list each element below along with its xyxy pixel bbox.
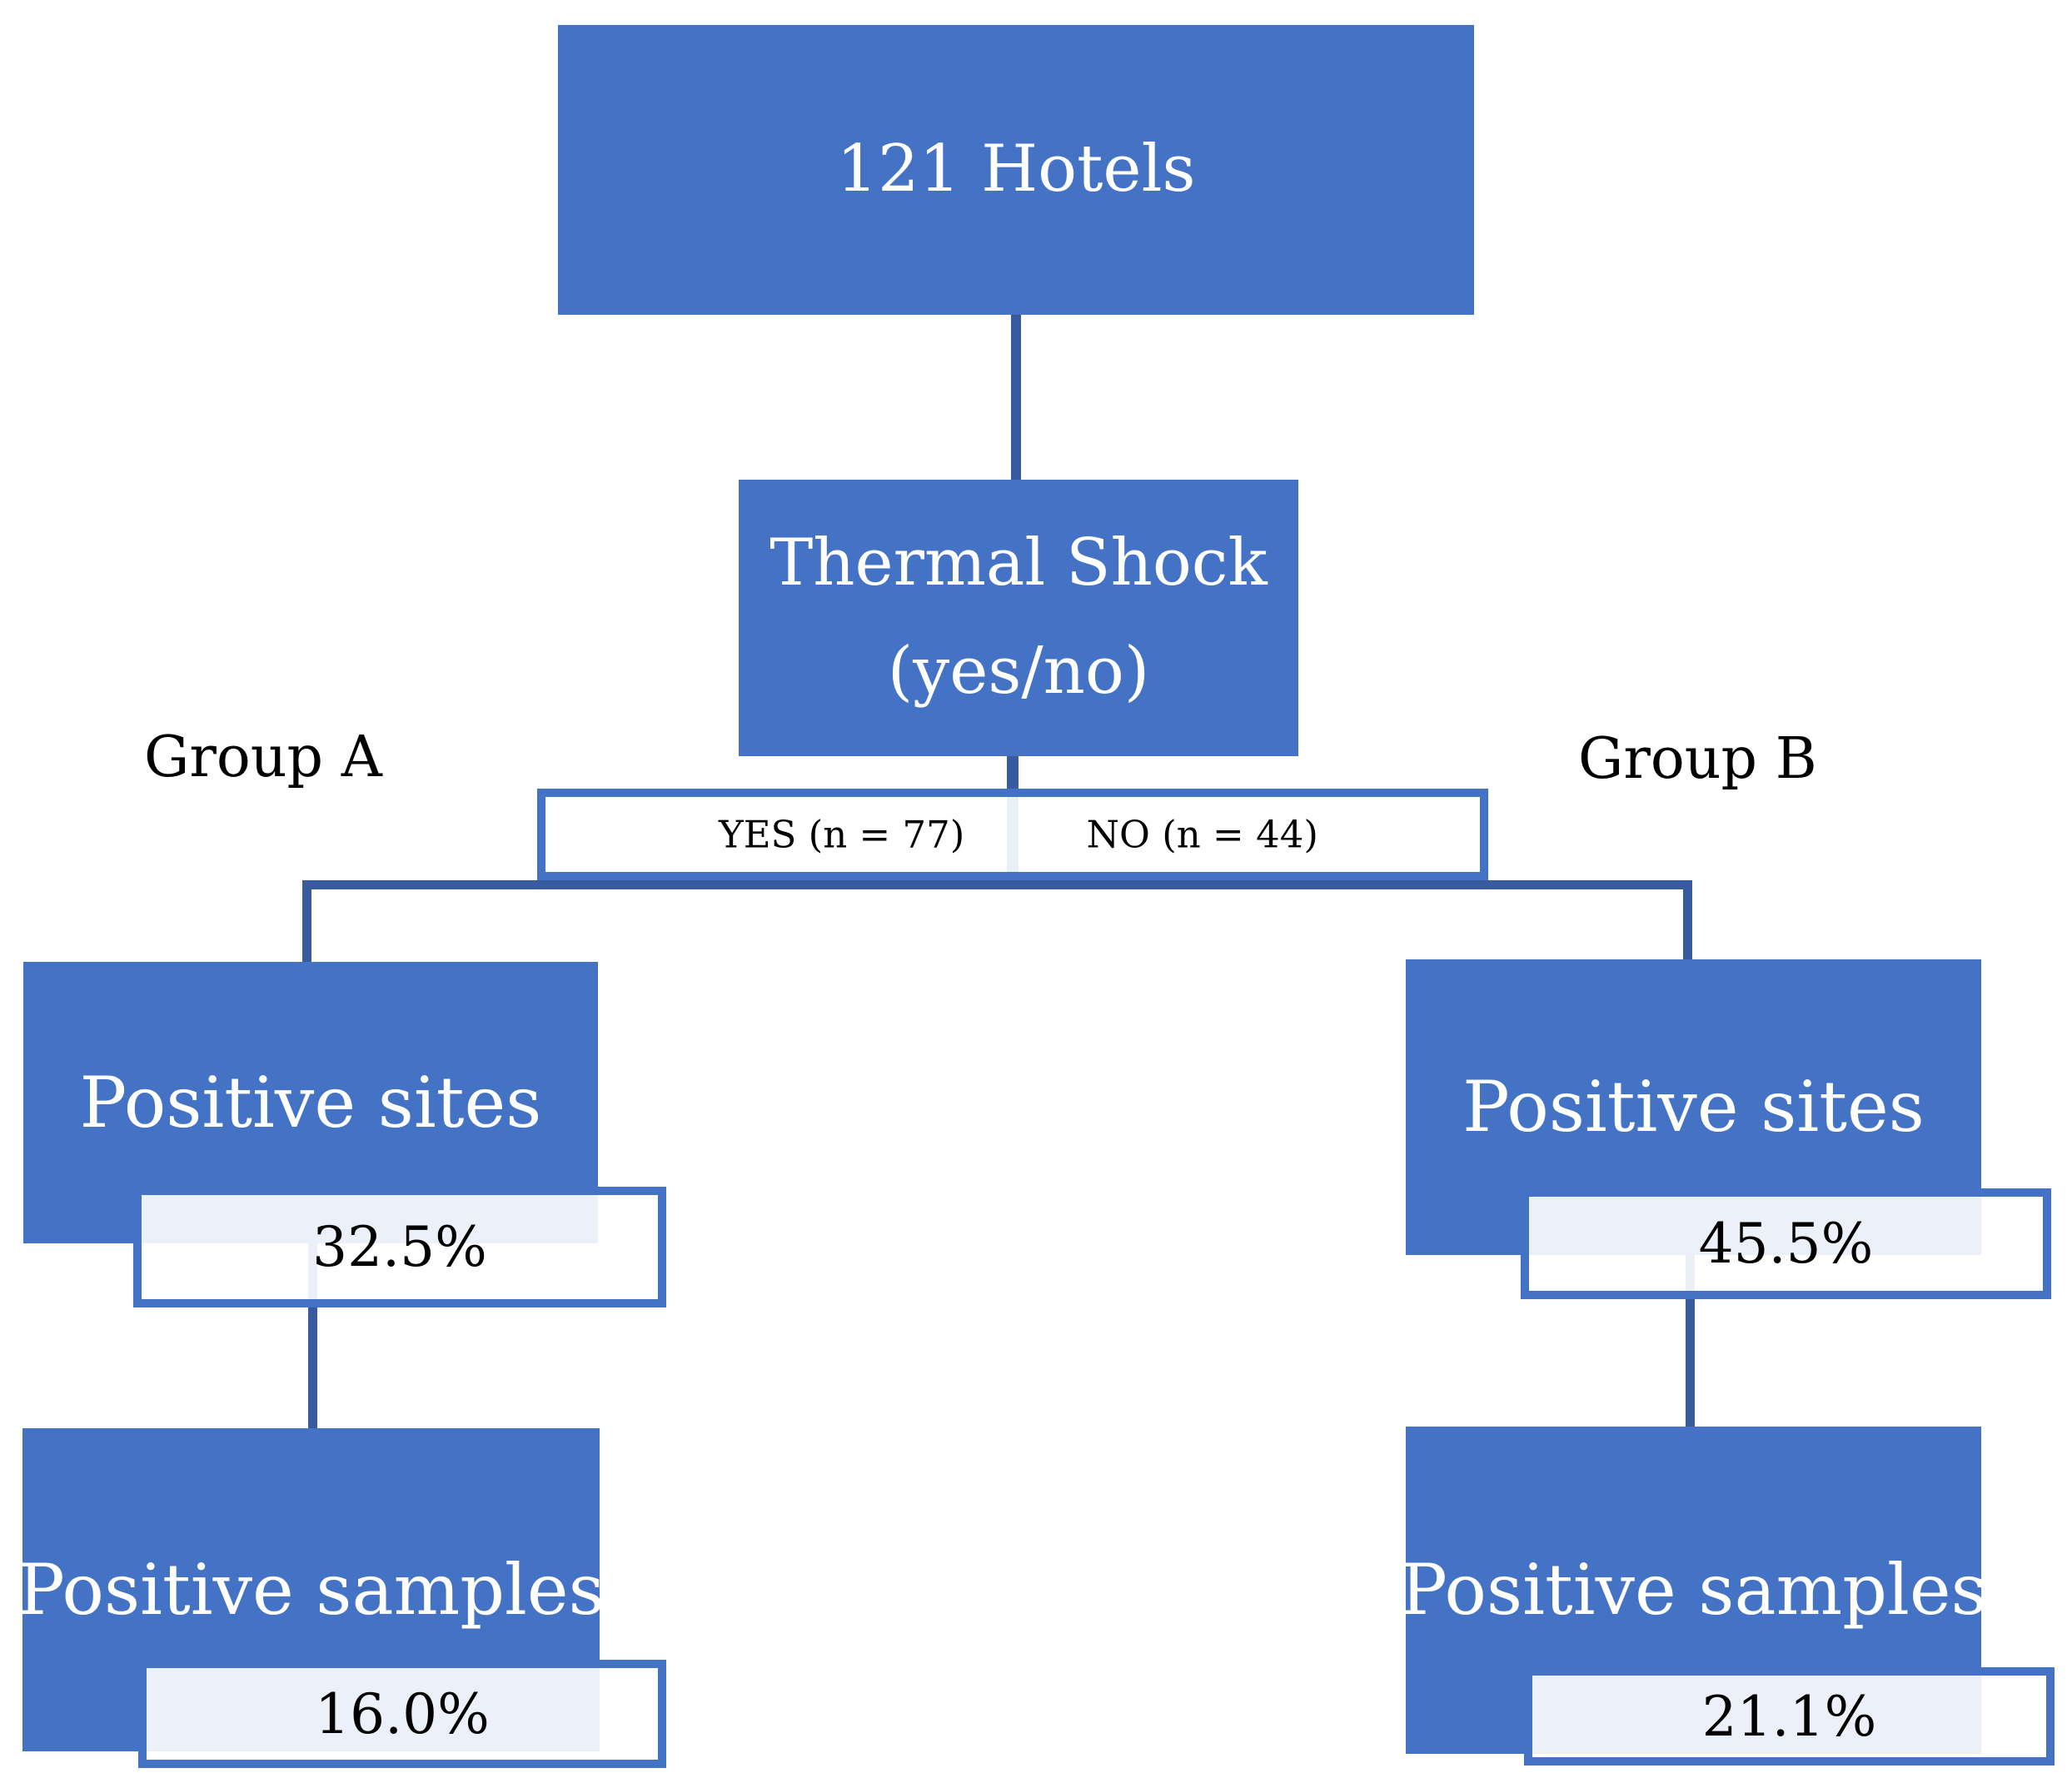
node-thermal-shock-label-line1: Thermal Shock (770, 525, 1268, 601)
connector-branch-right-vertical (1683, 880, 1692, 961)
split-yes-label: YES (n = 77) (718, 812, 965, 857)
positive-samples-a-value: 16.0% (315, 1681, 490, 1746)
value-box-positive-sites-a: 32.5% (133, 1187, 666, 1307)
node-positive-sites-a-label: Positive sites (79, 1061, 542, 1143)
split-no-label: NO (n = 44) (1086, 812, 1318, 857)
group-b-label: Group B (1578, 726, 1817, 792)
value-box-positive-samples-a: 16.0% (138, 1660, 666, 1768)
connector-branch-left-vertical (302, 880, 311, 964)
node-total-hotels-label: 121 Hotels (836, 132, 1196, 207)
node-thermal-shock: Thermal Shock (yes/no) (739, 480, 1298, 756)
positive-samples-b-value: 21.1% (1701, 1684, 1877, 1749)
connector-sites-to-samples-a (308, 1233, 317, 1428)
positive-sites-a-value: 32.5% (312, 1215, 487, 1279)
connector-branch-horizontal (302, 880, 1692, 889)
node-total-hotels: 121 Hotels (558, 25, 1474, 315)
group-a-label: Group A (144, 725, 382, 790)
connector-root-to-decision (1011, 315, 1021, 480)
value-box-positive-sites-b: 45.5% (1521, 1188, 2051, 1299)
node-positive-samples-a-label: Positive samples (17, 1548, 605, 1631)
node-thermal-shock-label-line2: (yes/no) (887, 634, 1150, 709)
node-positive-samples-b-label: Positive samples (1400, 1549, 1987, 1631)
value-box-positive-samples-b: 21.1% (1524, 1667, 2055, 1766)
positive-sites-b-value: 45.5% (1698, 1212, 1874, 1276)
split-bar: YES (n = 77) NO (n = 44) (537, 789, 1488, 880)
node-positive-sites-b-label: Positive sites (1462, 1066, 1925, 1148)
connector-sites-to-samples-b (1686, 1237, 1695, 1427)
